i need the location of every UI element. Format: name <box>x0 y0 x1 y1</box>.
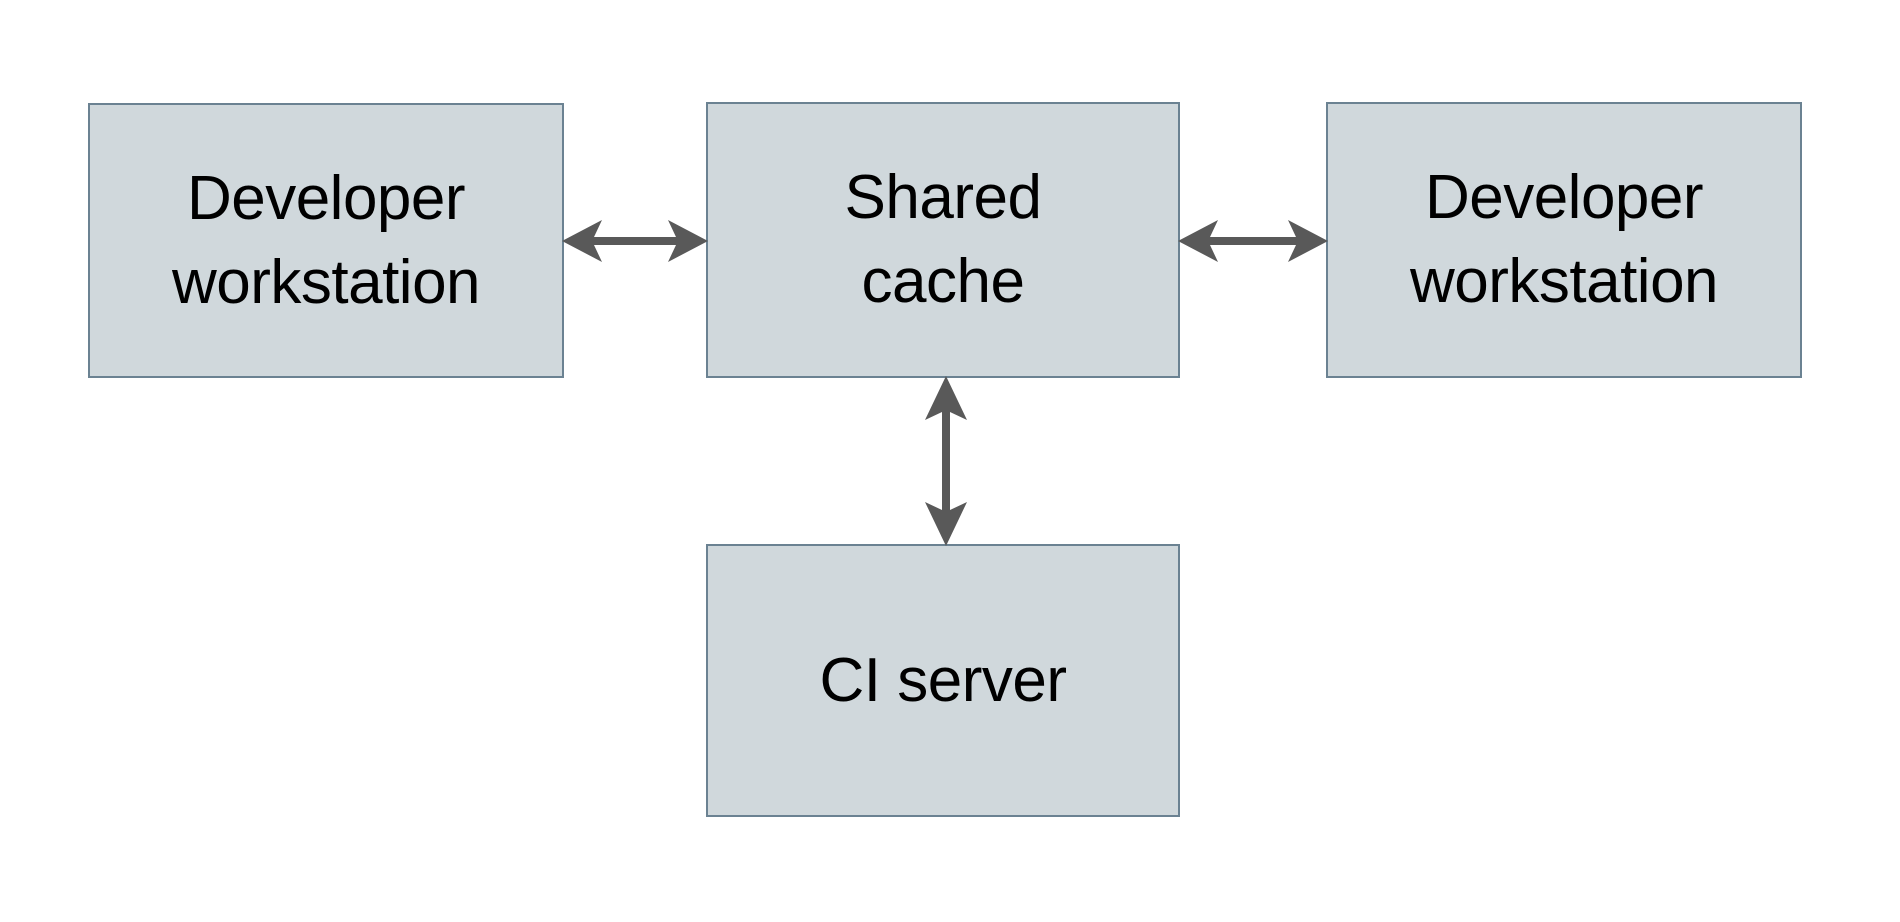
node-developer-workstation-right[interactable]: Developer workstation <box>1326 102 1802 378</box>
edge-cache-to-dev-right[interactable] <box>1178 210 1328 272</box>
node-shared-cache[interactable]: Shared cache <box>706 102 1180 378</box>
double-headed-arrow-icon <box>562 220 708 262</box>
node-ci-server[interactable]: CI server <box>706 544 1180 817</box>
node-label: Shared cache <box>844 163 1042 316</box>
node-label: CI server <box>819 645 1067 715</box>
node-label: Developer workstation <box>171 163 481 317</box>
edge-dev-left-to-cache[interactable] <box>562 210 708 272</box>
double-headed-arrow-icon <box>925 376 967 546</box>
double-headed-arrow-icon <box>1178 220 1328 262</box>
node-developer-workstation-left[interactable]: Developer workstation <box>88 103 564 378</box>
edge-cache-to-ci-server[interactable] <box>915 376 977 546</box>
node-label: Developer workstation <box>1409 163 1719 316</box>
